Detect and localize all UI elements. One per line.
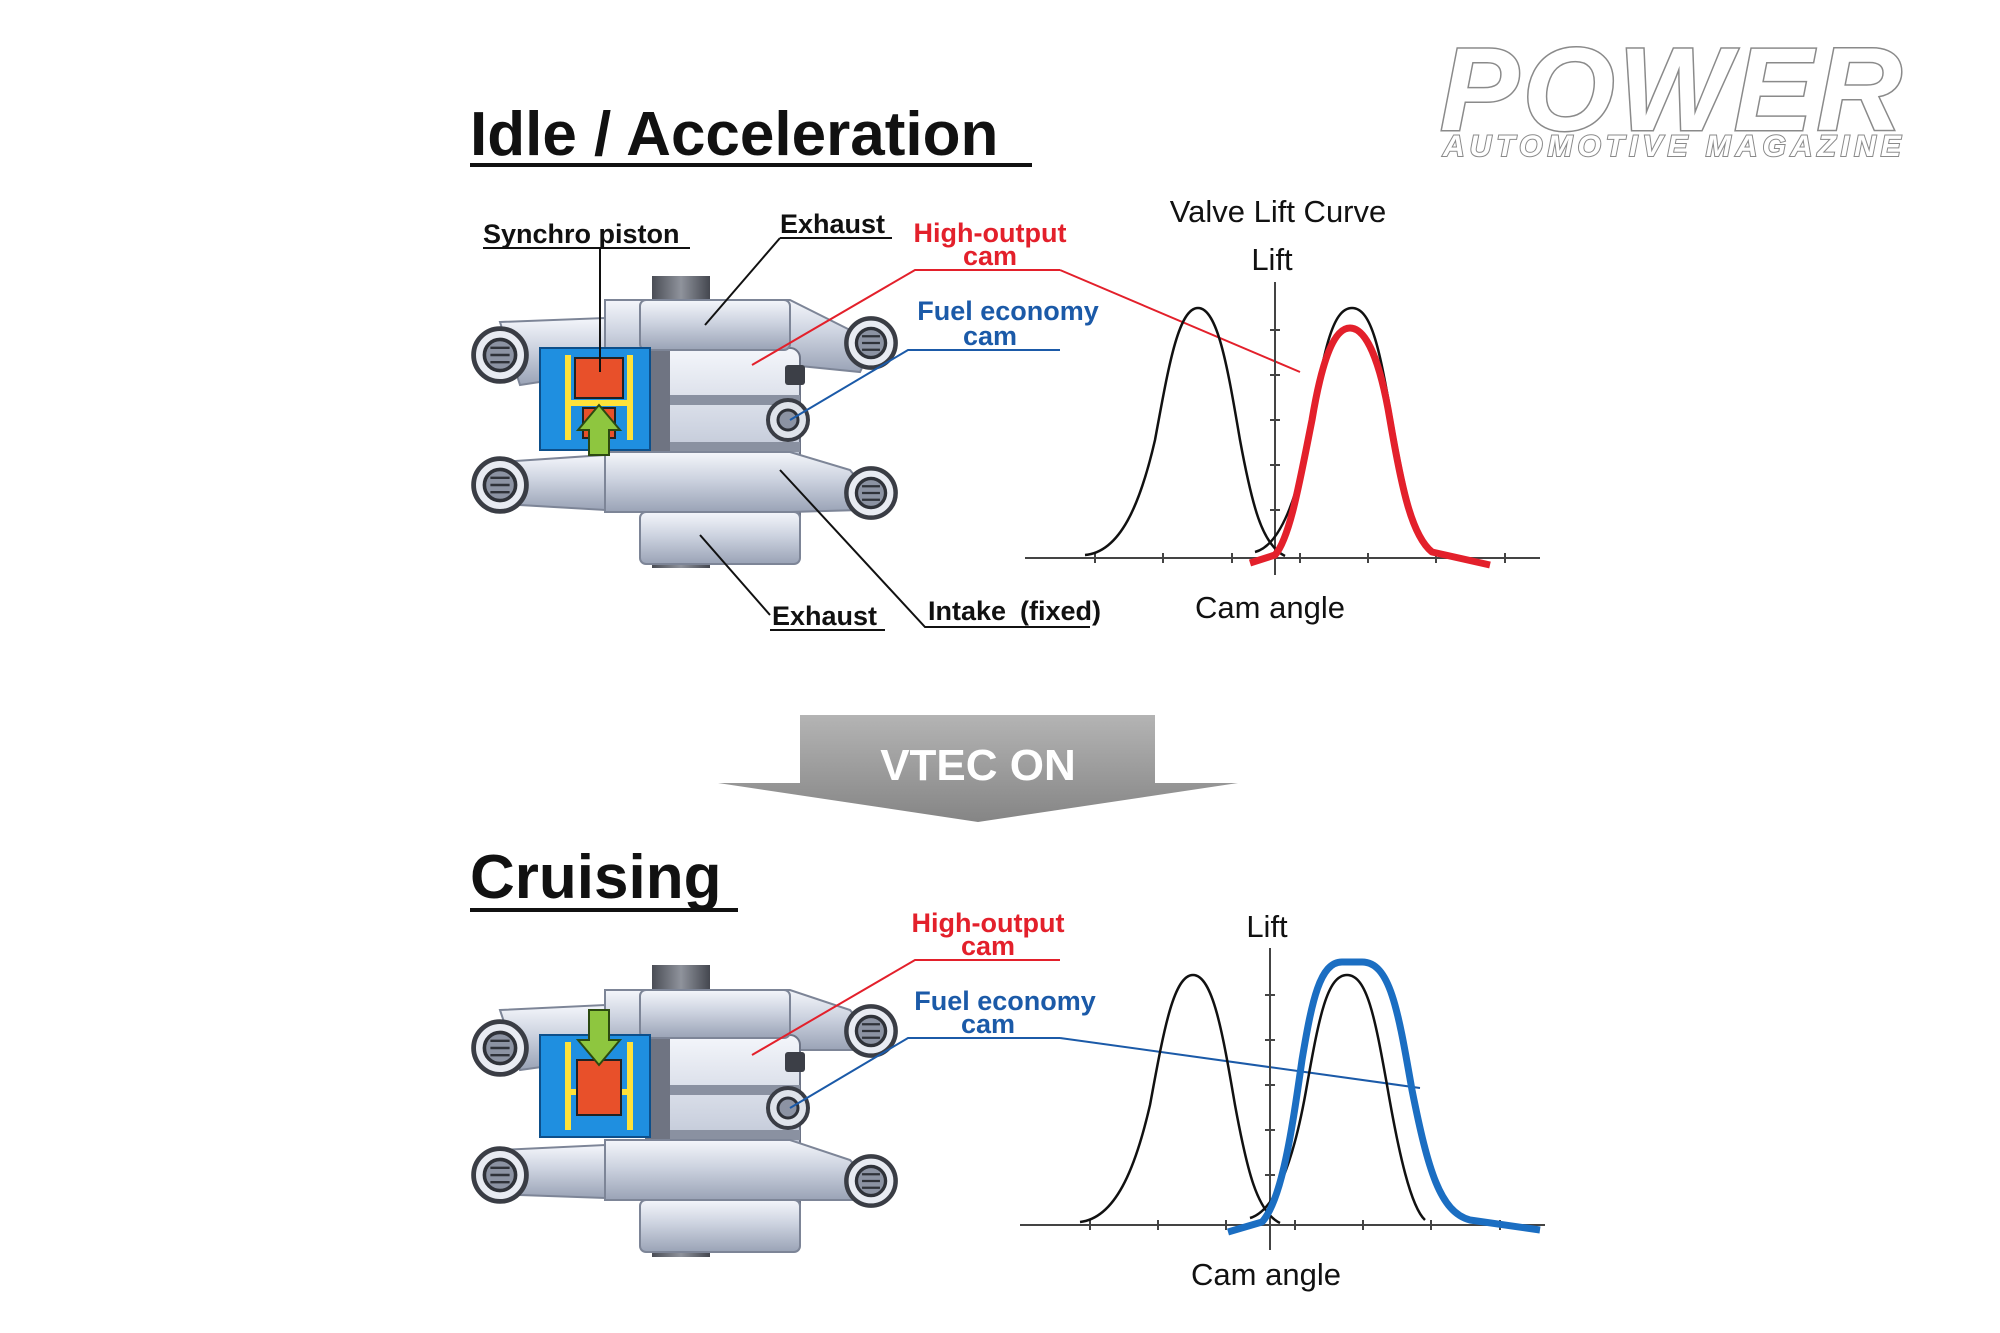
valve-lift-graph: Valve Lift Curve Lift Cam angle xyxy=(1025,194,1540,625)
rocker-roller-icon xyxy=(474,329,527,382)
rocker-roller-icon xyxy=(474,1149,527,1202)
high-output-leader xyxy=(751,269,1060,366)
logo-subtitle: AUTOMOTIVE MAGAZINE xyxy=(1442,130,1906,163)
label-exhaust-bottom: Exhaust xyxy=(772,601,877,631)
label-fuel-economy-cam: Fuel economy xyxy=(914,986,1096,1016)
synchro-piston-block xyxy=(576,1059,622,1116)
high-output-lift-curve xyxy=(1248,324,1491,569)
exhaust-lift-curve xyxy=(1084,306,1286,558)
piston-sleeve xyxy=(565,400,633,440)
camshaft-lobe-top xyxy=(639,989,791,1039)
magazine-logo: POWER AUTOMOTIVE MAGAZINE xyxy=(1439,23,1906,165)
rocker-seam xyxy=(655,395,800,405)
label-intake: Intake xyxy=(928,596,1006,626)
fuel-economy-leader xyxy=(789,349,1060,421)
valve-lift-graph: Lift Cam angle xyxy=(1020,909,1545,1292)
label-high-output-cam: High-output xyxy=(914,218,1067,248)
rocker-roller-icon xyxy=(846,1006,895,1055)
cam-roller-hub xyxy=(776,1096,800,1120)
rocker-arm-assembly xyxy=(474,276,896,568)
fuel-economy-lift-curve xyxy=(1254,306,1431,554)
exhaust-rocker-arm-bottom xyxy=(604,451,870,513)
high-output-to-graph xyxy=(1059,269,1301,373)
exhaust-bottom-leader xyxy=(699,534,771,616)
fuel-economy-leader xyxy=(789,1037,1060,1109)
graph-y-label: Lift xyxy=(1251,242,1293,277)
logo-title: POWER xyxy=(1440,24,1906,156)
rocker-roller-icon xyxy=(846,1156,895,1205)
callout-lines xyxy=(751,959,1421,1109)
camshaft-lobe-bottom xyxy=(639,1199,801,1253)
label-intake-note: (fixed) xyxy=(1020,596,1101,626)
axis-ticks xyxy=(1089,994,1501,1230)
banner-text: VTEC ON xyxy=(880,741,1076,790)
rocker-roller-icon xyxy=(846,318,895,367)
part-labels: Synchro piston Exhaust High-output cam F… xyxy=(483,209,1101,631)
label-high-output-cam-2: cam xyxy=(961,931,1015,961)
cam-roller-hub xyxy=(776,408,800,432)
label-fuel-economy-cam: Fuel economy xyxy=(917,296,1099,326)
label-fuel-economy-cam-2: cam xyxy=(963,321,1017,351)
exhaust-top-leader xyxy=(704,237,781,326)
label-fuel-economy-cam-2: cam xyxy=(961,1009,1015,1039)
graph-x-label: Cam angle xyxy=(1195,590,1345,625)
arrow-up-icon xyxy=(575,403,623,456)
banner-arrow xyxy=(718,715,1238,822)
axis-ticks xyxy=(1094,329,1506,563)
fuel-economy-highlight-curve xyxy=(1227,958,1541,1236)
part-labels: High-output cam Fuel economy cam xyxy=(912,908,1096,1039)
graph-x-label: Cam angle xyxy=(1191,1257,1341,1292)
exhaust-lift-curve xyxy=(1079,973,1281,1225)
label-synchro-piston: Synchro piston xyxy=(483,219,680,249)
rocker-bolt xyxy=(785,1052,805,1072)
graph-y-label: Lift xyxy=(1246,909,1288,944)
vtec-on-banner: VTEC ON xyxy=(718,715,1238,822)
label-high-output-cam-2: cam xyxy=(963,241,1017,271)
exhaust-rocker-arm-bottom xyxy=(604,1139,870,1201)
graph-title: Valve Lift Curve xyxy=(1170,194,1387,229)
rocker-roller-icon xyxy=(474,459,527,512)
high-output-leader xyxy=(751,959,1060,1056)
rocker-roller-icon xyxy=(846,468,895,517)
rocker-seam xyxy=(655,1085,800,1095)
rocker-seam xyxy=(655,1130,800,1140)
label-exhaust-top: Exhaust xyxy=(780,209,885,239)
camshaft-lobe-bottom xyxy=(639,511,801,565)
section-heading: Cruising xyxy=(470,843,721,912)
fuel-economy-lift-curve xyxy=(1249,973,1426,1221)
rocker-roller-icon xyxy=(474,1022,527,1075)
fuel-economy-to-graph xyxy=(1059,1037,1421,1089)
camshaft-lobe-top xyxy=(639,299,791,351)
section-heading: Idle / Acceleration xyxy=(470,100,998,169)
rocker-seam xyxy=(655,442,800,452)
arrow-down-icon xyxy=(575,1009,623,1067)
label-high-output-cam: High-output xyxy=(912,908,1065,938)
section-cruising: Cruising xyxy=(470,843,1545,1292)
rocker-bolt xyxy=(785,365,805,385)
section-idle-acceleration: Idle / Acceleration xyxy=(470,100,1540,631)
rocker-arm-assembly xyxy=(474,965,896,1257)
